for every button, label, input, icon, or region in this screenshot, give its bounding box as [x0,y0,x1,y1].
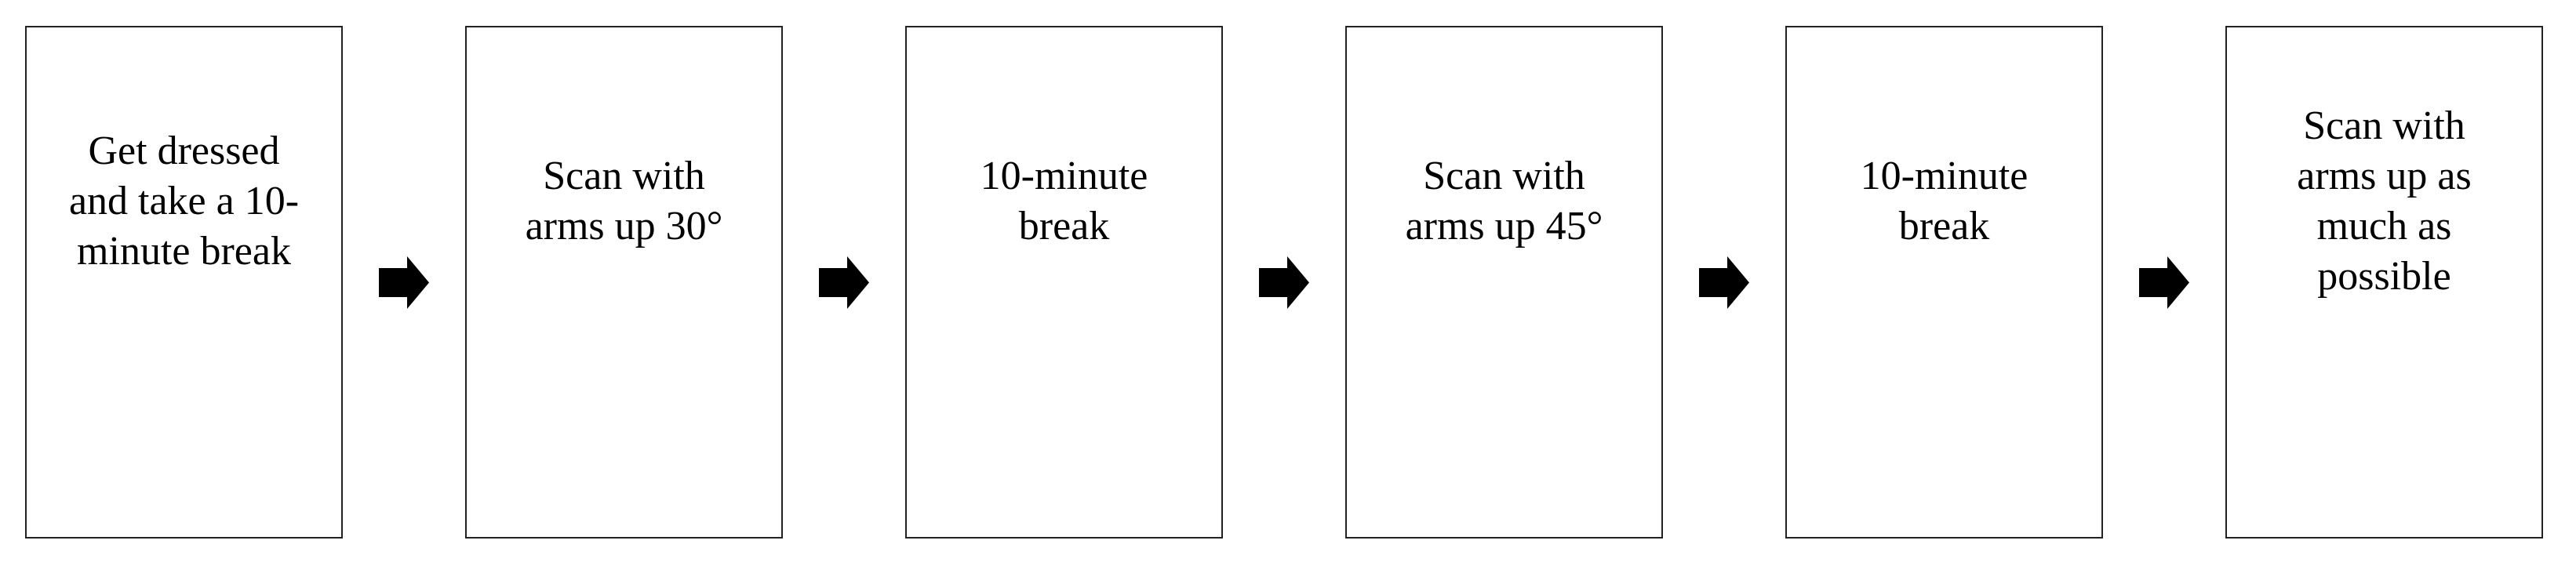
arrow-right-icon [2139,256,2189,309]
connector-1 [343,26,465,539]
step-3-label: 10-minute break [980,154,1148,248]
arrow-right-icon [819,256,869,309]
arrow-right-icon [1259,256,1309,309]
step-box-5: 10-minute break [1785,26,2103,539]
step-box-2: Scan with arms up 30° [465,26,783,539]
step-label-wrap: Get dressed and take a 10-minute break [59,27,310,375]
arrow-right-shape [1699,256,1749,309]
arrow-right-shape [2139,256,2189,309]
step-label-wrap: 10-minute break [1819,27,2070,375]
step-2-label: Scan with arms up 30° [525,154,723,248]
connector-4 [1663,26,1785,539]
step-label-wrap: Scan with arms up 30° [499,27,750,375]
step-6-label: Scan with arms up as much as possible [2297,103,2472,299]
arrow-right-shape [379,256,429,309]
step-label-wrap: Scan with arms up 45° [1379,27,1630,375]
step-5-label: 10-minute break [1860,154,2028,248]
connector-3 [1223,26,1345,539]
step-1-label: Get dressed and take a 10-minute break [68,129,300,274]
step-box-3: 10-minute break [905,26,1223,539]
step-box-1: Get dressed and take a 10-minute break [25,26,343,539]
arrow-right-shape [819,256,869,309]
step-label-wrap: 10-minute break [939,27,1190,375]
connector-5 [2103,26,2225,539]
step-box-4: Scan with arms up 45° [1345,26,1663,539]
step-box-6: Scan with arms up as much as possible [2225,26,2543,539]
step-4-label: Scan with arms up 45° [1405,154,1603,248]
connector-2 [783,26,905,539]
arrow-right-icon [379,256,429,309]
step-label-wrap: Scan with arms up as much as possible [2259,27,2510,375]
arrow-right-icon [1699,256,1749,309]
arrow-right-shape [1259,256,1309,309]
